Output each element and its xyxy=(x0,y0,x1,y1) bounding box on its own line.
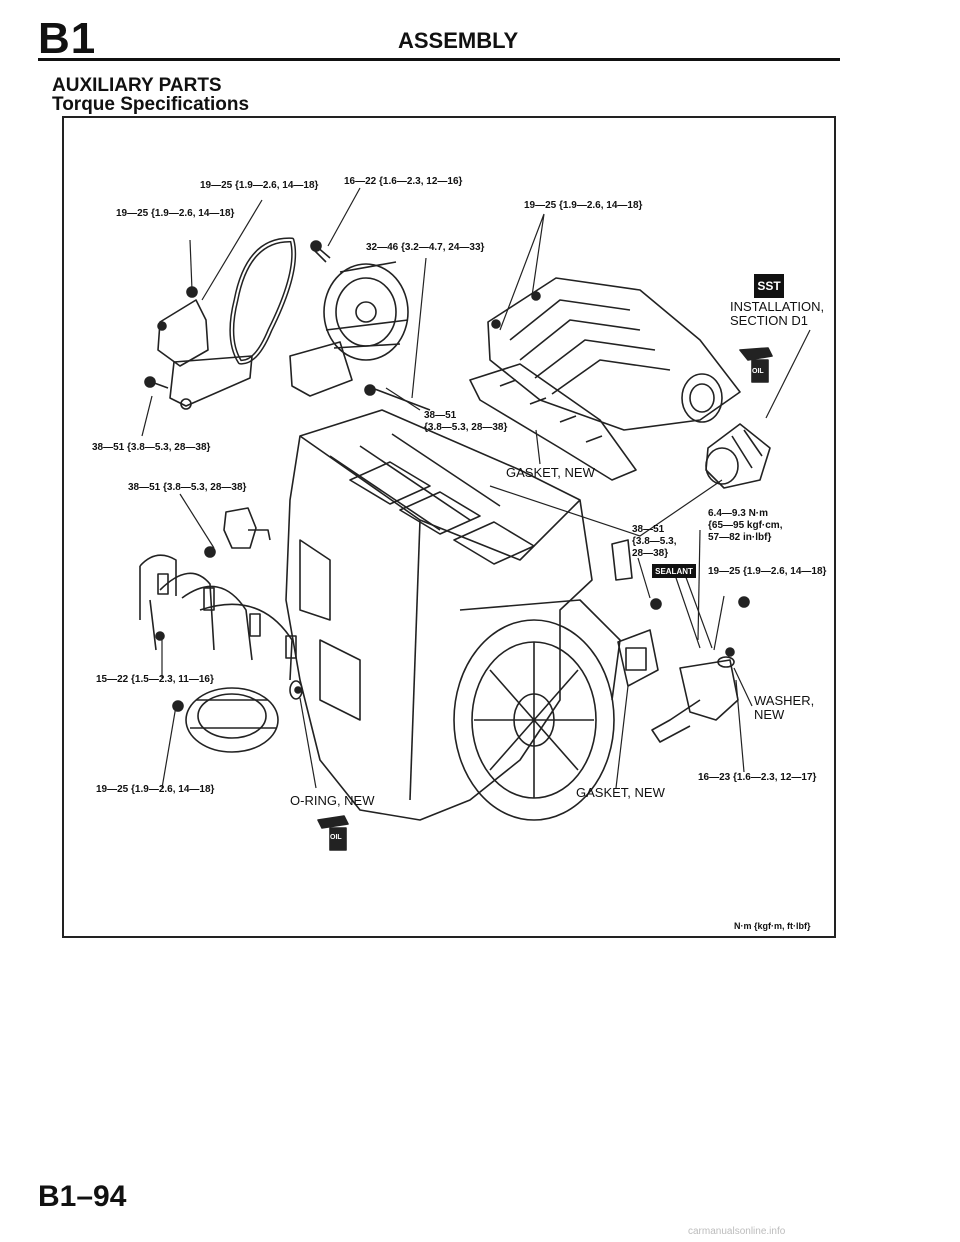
alternator-brackets xyxy=(145,299,431,411)
installation-note: INSTALLATION, xyxy=(730,299,825,314)
oil-filter xyxy=(705,423,771,489)
section-title: AUXILIARY PARTS xyxy=(52,75,222,96)
washer-label: NEW xyxy=(754,707,785,722)
torque-label: 16—22 {1.6—2.3, 12—16} xyxy=(344,176,463,187)
gasket-label: GASKET, NEW xyxy=(506,465,595,480)
torque-label: 19—25 {1.9—2.6, 14—18} xyxy=(96,784,215,795)
oil-can-icons xyxy=(317,347,773,851)
installation-note: SECTION D1 xyxy=(730,313,809,328)
oring-label: O-RING, NEW xyxy=(290,793,375,808)
thermostat-housing xyxy=(651,656,739,743)
spark-plug-wires xyxy=(139,554,297,681)
watermark: carmanualsonline.info xyxy=(688,1226,786,1237)
torque-label: 32—46 {3.2—4.7, 24—33} xyxy=(366,242,485,253)
torque-label: 19—25 {1.9—2.6, 14—18} xyxy=(116,208,235,219)
torque-label: 38—51 {3.8—5.3, 28—38} xyxy=(92,442,211,453)
torque-label: {65—95 kgf·cm, xyxy=(708,520,783,531)
mounting-bracket xyxy=(223,507,633,581)
sealant-badge: SEALANT xyxy=(652,564,696,578)
gasket-label: GASKET, NEW xyxy=(576,785,665,800)
oil-icon-label: OIL xyxy=(752,368,764,375)
clutch-assembly xyxy=(453,599,621,821)
torque-label: {3.8—5.3, xyxy=(632,536,677,547)
torque-label: 38—51 xyxy=(424,410,457,421)
page-title: ASSEMBLY xyxy=(398,28,519,53)
alternator xyxy=(311,245,409,361)
torque-label: 38—51 {3.8—5.3, 28—38} xyxy=(128,482,247,493)
torque-label: 57—82 in·lbf} xyxy=(708,532,772,543)
torque-label: 15—22 {1.5—2.3, 11—16} xyxy=(96,674,214,685)
water-outlet-gasket xyxy=(617,629,659,687)
washer-label: WASHER, xyxy=(754,693,815,708)
header-divider xyxy=(38,58,840,61)
distributor xyxy=(185,680,303,753)
intake-manifold xyxy=(487,277,741,431)
diagram-frame xyxy=(62,116,836,938)
torque-label: 19—25 {1.9—2.6, 14—18} xyxy=(708,566,827,577)
oil-icon-label: OIL xyxy=(330,834,342,841)
torque-label: 38—51 xyxy=(632,524,665,535)
drive-belt xyxy=(229,237,297,365)
section-code: B1 xyxy=(38,14,97,63)
page-number: B1–94 xyxy=(38,1180,127,1213)
intake-gasket xyxy=(469,363,637,481)
torque-label: 28—38} xyxy=(632,548,669,559)
torque-label: 16—23 {1.6—2.3, 12—17} xyxy=(698,772,817,783)
torque-label: 19—25 {1.9—2.6, 14—18} xyxy=(200,180,319,191)
torque-label: 6.4—9.3 N·m xyxy=(708,508,769,519)
torque-label: 19—25 {1.9—2.6, 14—18} xyxy=(524,200,643,211)
sst-badge: SST xyxy=(754,274,784,298)
units-note: N·m {kgf·m, ft·lbf} xyxy=(734,921,811,931)
leader-lines xyxy=(141,187,811,789)
torque-label: {3.8—5.3, 28—38} xyxy=(424,422,508,433)
section-subtitle: Torque Specifications xyxy=(52,94,250,115)
